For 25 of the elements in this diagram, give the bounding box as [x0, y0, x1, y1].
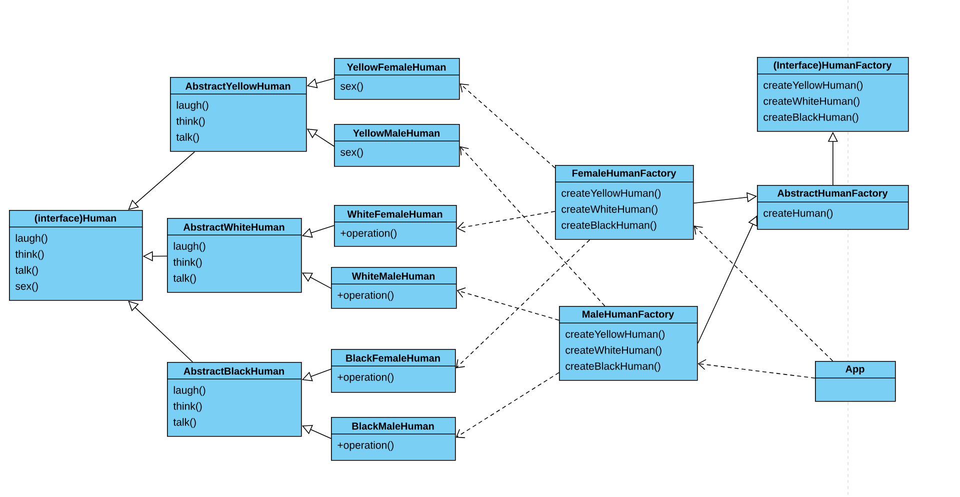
class-box: (interface)Human laugh() think() talk() sex() [8, 210, 143, 301]
class-box: YellowFemaleHuman sex() [334, 58, 460, 100]
inheritance-arrow [693, 192, 757, 204]
class-box: AbstractYellowHuman laugh() think() talk() [170, 77, 307, 152]
class-box: AbstractBlackHuman laugh() think() talk() [166, 362, 302, 437]
class-box: AbstractWhiteHuman laugh() think() talk() [166, 218, 302, 293]
class-box: (Interface)HumanFactory createYellowHuman() createWhiteHuman() createBlackHuman() [756, 57, 909, 132]
dependency-arrow [460, 146, 606, 306]
class-box: BlackFemaleHuman +operation() [330, 349, 456, 393]
class-box: WhiteFemaleHuman +operation() [334, 205, 457, 247]
dependency-arrow [460, 84, 556, 168]
dependency-arrow [698, 359, 816, 379]
class-box: AbstractHumanFactory createHuman() [756, 185, 909, 230]
class-box: MaleHumanFactory createYellowHuman() createWhiteHuman() createBlackHuman() [558, 306, 698, 381]
class-box: App [814, 361, 896, 402]
inheritance-arrow [128, 151, 196, 210]
class-box: YellowMaleHuman sex() [334, 124, 460, 167]
dependency-arrow [456, 287, 560, 321]
class-box: BlackMaleHuman +operation() [330, 417, 456, 461]
dependency-arrow [456, 372, 560, 438]
class-box: FemaleHumanFactory createYellowHuman() createWhiteHuman() createBlackHuman() [554, 165, 694, 240]
dependency-arrow [694, 226, 834, 362]
class-box: WhiteMaleHuman +operation() [330, 267, 457, 309]
dependency-arrow [456, 210, 556, 232]
dependency-arrow [456, 239, 590, 368]
